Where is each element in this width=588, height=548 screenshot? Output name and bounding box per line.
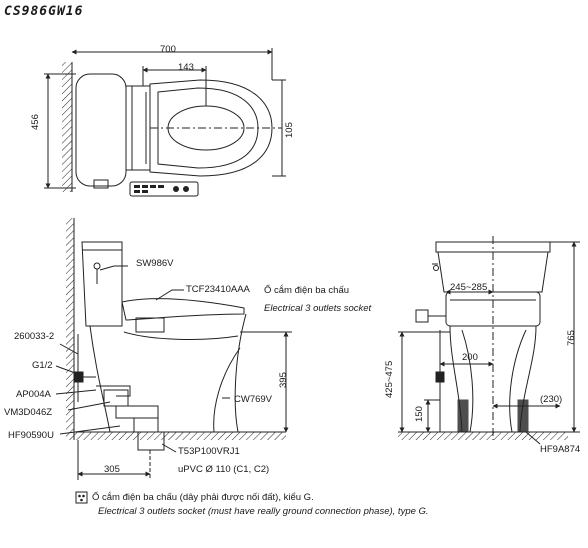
top-tank xyxy=(75,73,127,187)
label-260033-2: 260033-2 xyxy=(14,331,55,342)
dim-200: 200 xyxy=(462,352,478,363)
side-washlet-base xyxy=(135,317,165,333)
front-socket xyxy=(415,309,429,323)
side-wall-hatch xyxy=(66,218,74,440)
side-flush-lever xyxy=(93,262,101,270)
front-view xyxy=(398,236,580,445)
leader-g12 xyxy=(55,365,79,375)
model-title: CS986GW16 xyxy=(4,4,84,19)
front-tank xyxy=(437,251,549,293)
socket-pin-3 xyxy=(80,498,83,502)
side-bowl-inner xyxy=(123,331,239,340)
label-tcf23410aaa: TCF23410AAA xyxy=(186,284,250,295)
dim-425-475: 425~475 xyxy=(384,360,395,398)
front-tank-lid xyxy=(435,241,551,253)
footnote-en: Electrical 3 outlets socket (must have r… xyxy=(98,506,429,517)
leader-hf9a874 xyxy=(525,431,541,445)
leader-ap004a xyxy=(55,389,97,395)
front-bowl-body xyxy=(449,325,537,433)
leader-sw986v xyxy=(99,265,128,271)
top-view xyxy=(44,48,286,197)
leader-tcf xyxy=(155,289,184,301)
leader-260033 xyxy=(59,343,79,355)
side-view xyxy=(55,218,292,480)
front-bolt-right xyxy=(517,399,529,433)
front-floor-hatch xyxy=(398,432,568,440)
label-hf90590u: HF90590U xyxy=(8,430,54,441)
socket-symbol xyxy=(75,491,88,504)
remote-buttons xyxy=(134,185,189,193)
dim-245-285: 245~285 xyxy=(450,282,488,293)
dim-456: 456 xyxy=(30,114,41,130)
side-washlet xyxy=(121,298,245,321)
label-socket-vi: Ổ cắm điện ba chấu xyxy=(264,285,350,296)
top-wall-hatch xyxy=(62,62,72,192)
side-flange xyxy=(115,405,159,419)
top-remote xyxy=(129,181,199,197)
label-ap004a: AP004A xyxy=(16,389,51,400)
label-socket-en: Electrical 3 outlets socket xyxy=(264,303,372,314)
dim-105: 105 xyxy=(284,122,295,138)
label-sw986v: SW986V xyxy=(136,258,174,269)
side-bowl-body xyxy=(89,313,247,433)
side-tank xyxy=(81,241,123,327)
side-trap xyxy=(103,389,129,407)
top-bowl-outer xyxy=(149,79,273,177)
side-floor-hatch xyxy=(74,432,286,440)
socket-pin-1 xyxy=(78,494,81,498)
label-pipe: uPVC Ø 110 (C1, C2) xyxy=(178,464,270,475)
leader-vm3d046z xyxy=(67,401,111,411)
side-bowl-curve xyxy=(213,347,241,433)
side-pipe xyxy=(137,432,165,451)
front-valve xyxy=(435,371,445,383)
label-vm3d046z: VM3D046Z xyxy=(4,407,53,418)
dim-700: 700 xyxy=(160,44,176,55)
front-flush-lever xyxy=(433,265,439,271)
dim-230: (230) xyxy=(540,394,563,405)
front-bowl-right-curve xyxy=(509,329,527,433)
side-hose xyxy=(96,385,131,397)
leader-hf90590u xyxy=(59,425,121,435)
front-bowl-left-curve xyxy=(461,329,474,433)
label-cw769v: CW769V xyxy=(234,394,273,405)
dim-150: 150 xyxy=(414,406,425,422)
leader-t53p xyxy=(161,443,177,453)
side-outlet xyxy=(133,417,159,433)
dim-395: 395 xyxy=(278,372,289,388)
top-tank-foot xyxy=(93,179,109,189)
dim-305: 305 xyxy=(104,464,120,475)
dim-765: 765 xyxy=(566,330,577,346)
footnote-vi: Ổ cắm điện ba chấu (dây phải được nối đấ… xyxy=(92,492,314,503)
dim-143: 143 xyxy=(178,62,194,73)
label-t53p100vrj1: T53P100VRJ1 xyxy=(178,446,240,457)
socket-pin-2 xyxy=(82,494,85,498)
label-g12: G1/2 xyxy=(32,360,53,371)
label-hf9a874: HF9A874 xyxy=(540,444,581,455)
front-bolt-left xyxy=(457,399,469,433)
